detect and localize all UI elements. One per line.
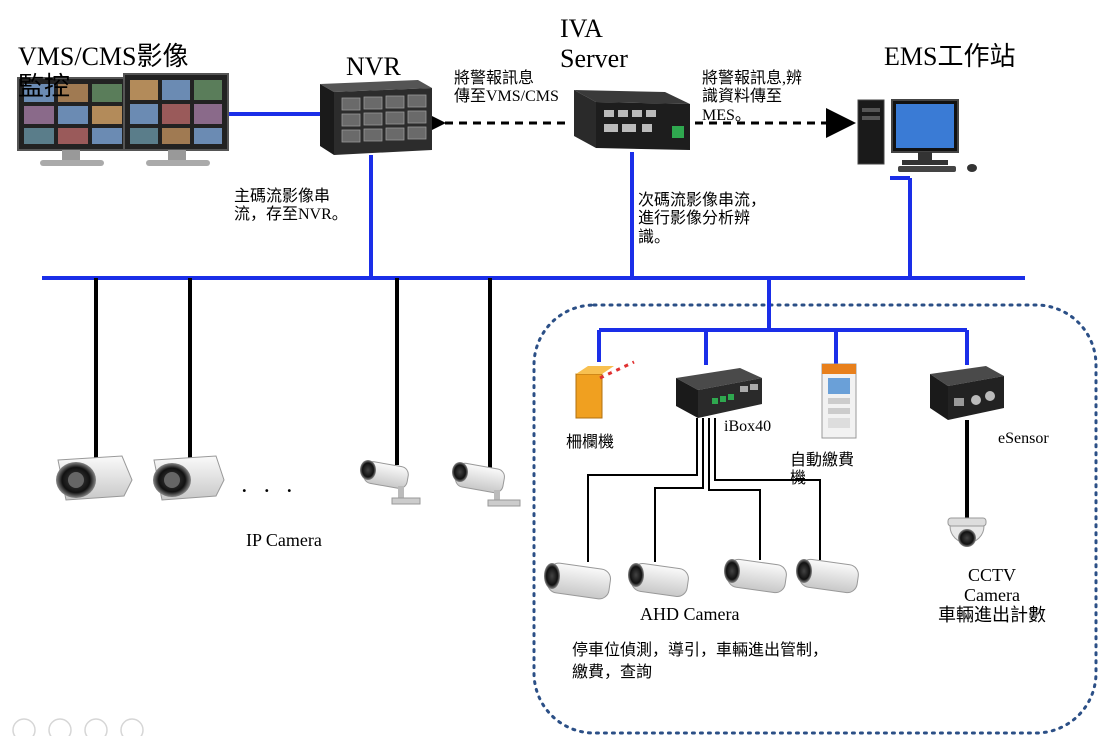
gate-barrier-icon	[575, 360, 635, 419]
ahd-camera-icon-4	[796, 558, 859, 594]
ahd-camera-icon-2	[628, 563, 689, 597]
payment-kiosk-icon	[821, 363, 857, 439]
ip-camera-icon-1	[56, 455, 133, 501]
sub-stream-annotation: 次碼流影像串流， 進行影像分析辨 識。	[638, 192, 767, 246]
payment-kiosk-label: 自動繳費 機	[790, 452, 855, 488]
slides-icon[interactable]	[48, 718, 72, 736]
ahd-camera-links	[587, 418, 821, 562]
cctv-dome-camera-icon	[947, 517, 987, 547]
cctv-camera-label: CCTV Camera 車輛進出計數	[938, 565, 1046, 625]
iva-server-label: IVA Server	[560, 14, 628, 73]
gate-barrier-label: 柵欄機	[566, 434, 615, 451]
nvr-label: NVR	[346, 52, 401, 81]
nvr-device-icon	[320, 80, 432, 155]
vms-monitor-icon	[17, 73, 229, 166]
ip-camera-links	[94, 278, 492, 468]
ahd-camera-icon-3	[724, 558, 787, 594]
more-icon[interactable]	[120, 718, 144, 736]
viewer-toolbar	[12, 718, 144, 736]
ahd-camera-label: AHD Camera	[640, 604, 740, 624]
parking-system-region	[532, 303, 1098, 735]
esensor-device-icon	[930, 366, 1004, 420]
zoom-icon[interactable]	[84, 718, 108, 736]
ahd-camera-icon-1	[544, 562, 611, 600]
ip-camera-label: IP Camera	[246, 530, 322, 550]
vms-label: VMS/CMS影像 監控	[18, 42, 189, 101]
pen-icon[interactable]	[12, 718, 36, 736]
iva-server-icon	[574, 90, 690, 150]
main-stream-annotation: 主碼流影像串 流，存至NVR。	[234, 188, 348, 224]
alarm-to-vms-annotation: 將警報訊息 傳至VMS/CMS	[454, 70, 559, 106]
ellipsis: ． ． ．	[240, 476, 303, 496]
ibox40-device-icon	[676, 368, 762, 418]
ems-label: EMS工作站	[884, 42, 1016, 71]
parking-network-tree	[597, 278, 969, 365]
ip-camera-icon-3	[360, 460, 421, 505]
ip-camera-icon-4	[452, 462, 521, 507]
parking-functions-annotation: 停車位偵測，導引，車輛進出管制， 繳費，查詢	[572, 642, 829, 681]
alarm-to-mes-annotation: 將警報訊息,辨 識資料傳至 MES。	[702, 70, 803, 124]
ip-camera-icon-2	[153, 455, 225, 501]
esensor-label: eSensor	[998, 430, 1049, 447]
ibox40-label: iBox40	[724, 418, 772, 435]
ems-workstation-icon	[857, 99, 977, 172]
